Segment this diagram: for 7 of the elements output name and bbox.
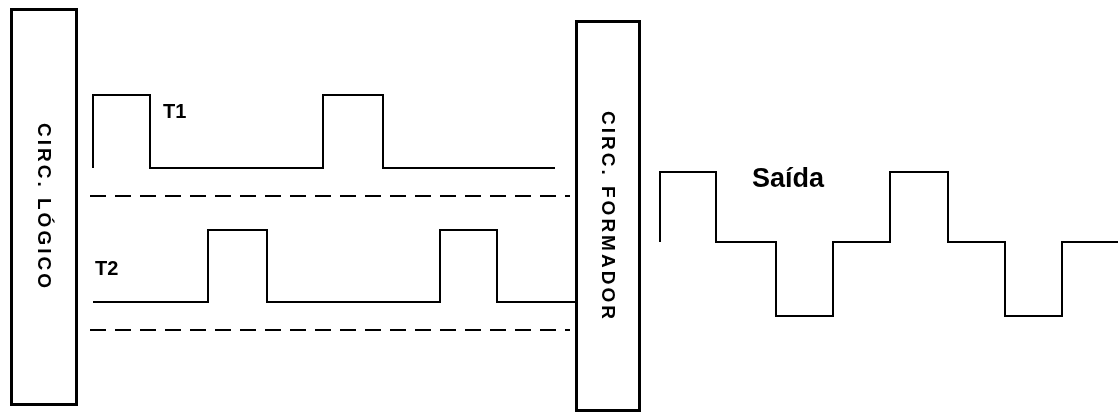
signal-label: Saída [752, 163, 825, 194]
signal-label: T2 [95, 257, 119, 280]
signal-label: T1 [163, 100, 187, 123]
block-title: CIRC. LÓGICO [33, 123, 55, 291]
circuit-block [10, 8, 78, 406]
circuit-block [575, 20, 641, 412]
block-title: CIRC. FORMADOR [597, 110, 619, 322]
